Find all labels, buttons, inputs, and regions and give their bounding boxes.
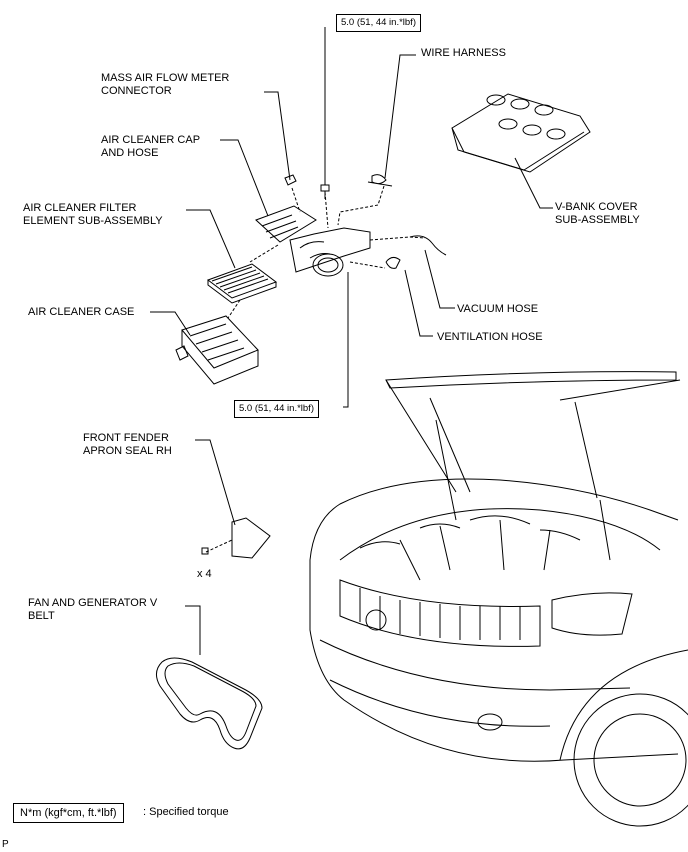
leader-apron (195, 439, 236, 526)
label-ventilation-hose: VENTILATION HOSE (437, 331, 543, 343)
leader-belt (185, 605, 201, 655)
leader-vbank (514, 157, 553, 209)
label-vbank-cover: V-BANK COVER SUB-ASSEMBLY (555, 201, 640, 226)
label-apron-seal: FRONT FENDER APRON SEAL RH (83, 432, 172, 457)
corner-mark: P (2, 839, 9, 850)
torque-spec-bottom: 5.0 (51, 44 in.*lbf) (234, 400, 319, 418)
leader-maf (264, 91, 291, 181)
label-wire-harness: WIRE HARNESS (421, 47, 506, 59)
leader-case (150, 311, 191, 336)
leader-ventilation (404, 269, 433, 337)
leader-wire (384, 54, 416, 179)
label-vacuum-hose: VACUUM HOSE (457, 303, 539, 315)
leader-cap (220, 139, 269, 217)
leader-vacuum (424, 249, 455, 309)
leader-torque-bottom (343, 272, 349, 408)
legend-torque-box: N*m (kgf*cm, ft.*lbf) (13, 803, 124, 823)
label-air-cleaner-case: AIR CLEANER CASE (28, 306, 135, 318)
label-maf-connector: MASS AIR FLOW METER CONNECTOR (101, 72, 230, 97)
label-air-cleaner-cap: AIR CLEANER CAP AND HOSE (101, 134, 201, 159)
torque-spec-top: 5.0 (51, 44 in.*lbf) (336, 14, 421, 32)
legend-text: : Specified torque (143, 806, 229, 818)
label-fan-belt: FAN AND GENERATOR V BELT (28, 597, 158, 622)
leader-filter (186, 209, 236, 269)
label-filter-element: AIR CLEANER FILTER ELEMENT SUB-ASSEMBLY (23, 202, 163, 227)
label-quantity: x 4 (197, 568, 212, 580)
